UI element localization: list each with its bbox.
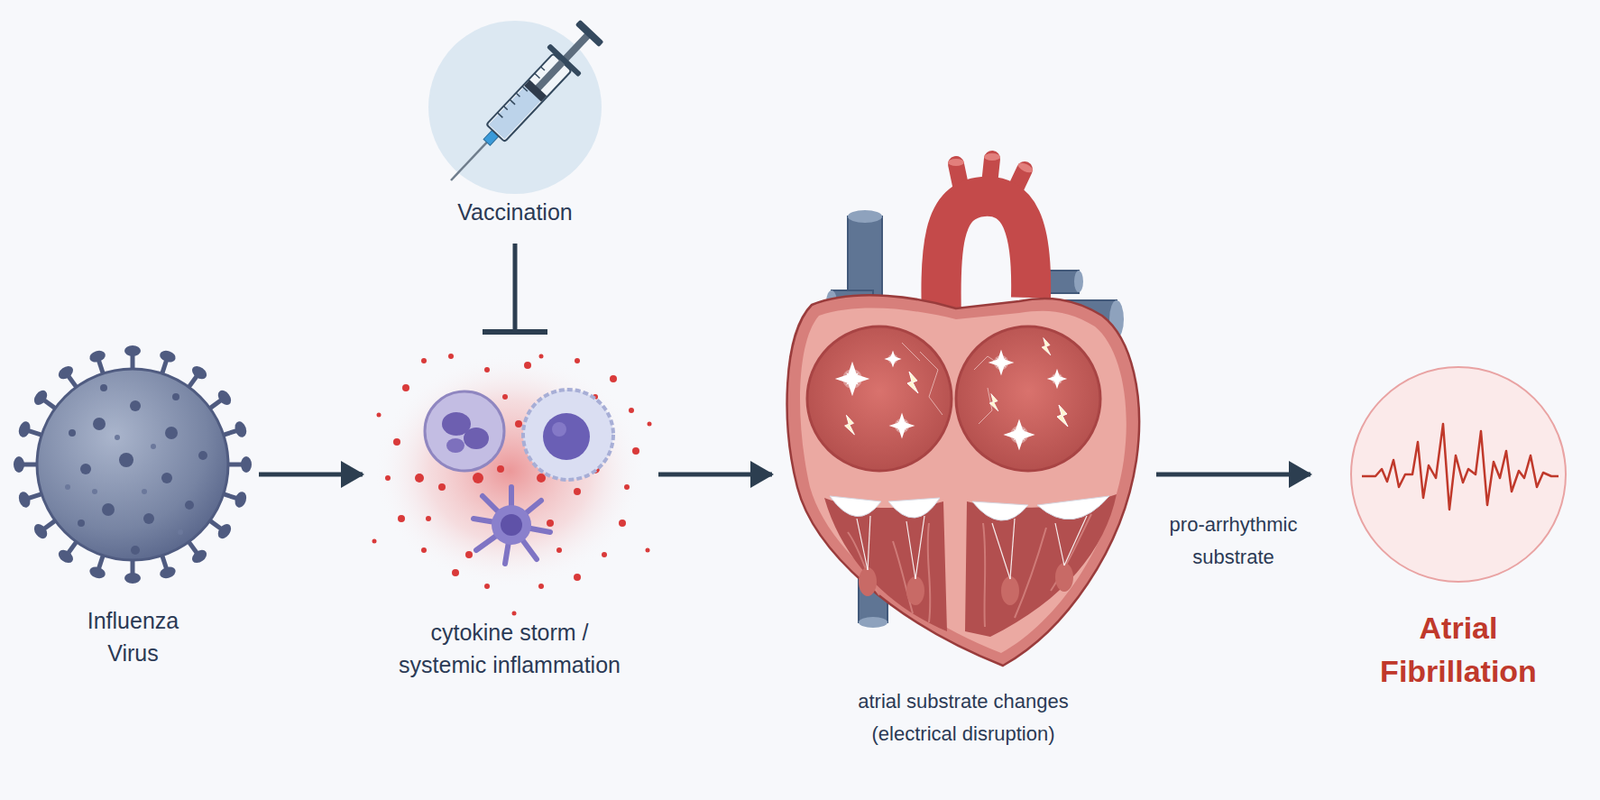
ecg-illustration xyxy=(1351,367,1566,582)
left-atrium xyxy=(807,326,952,471)
flow-arrow xyxy=(658,472,773,478)
heart-wall xyxy=(787,294,1140,666)
heart-node: atrial substrate changes (electrical dis… xyxy=(781,153,1146,756)
virus-node: Influenza Virus xyxy=(18,351,249,675)
outcome-node: Atrial Fibrillation xyxy=(1319,360,1598,699)
syringe-illustration xyxy=(428,16,608,196)
right-atrium xyxy=(956,326,1101,471)
edge-label: pro-arrhythmic substrate xyxy=(1143,508,1325,574)
left-ventricle xyxy=(824,497,948,632)
right-ventricle xyxy=(965,494,1117,637)
heart-valves xyxy=(829,496,1110,521)
node-label: Influenza Virus xyxy=(70,604,197,670)
flow-arrow xyxy=(258,472,363,478)
myocardium xyxy=(800,308,1127,653)
flow-arrow xyxy=(1156,472,1311,478)
cytokine-illustration xyxy=(372,353,653,617)
syringe-background xyxy=(428,20,602,194)
inflammation-node: cytokine storm / systemic inflammation xyxy=(371,340,648,687)
node-label: cytokine storm / systemic inflammation xyxy=(391,616,628,681)
node-label: Atrial Fibrillation xyxy=(1363,606,1554,693)
neutrophil-cell xyxy=(424,391,505,471)
virus-illustration xyxy=(13,345,252,584)
inhibition-connector xyxy=(513,243,518,332)
dendritic-cell xyxy=(473,487,551,564)
vaccine-node: Vaccination xyxy=(423,14,607,233)
heart-illustration xyxy=(787,153,1140,666)
node-label: atrial substrate changes (electrical dis… xyxy=(827,685,1099,751)
macrophage-cell xyxy=(523,389,614,480)
node-label: Vaccination xyxy=(429,196,601,228)
